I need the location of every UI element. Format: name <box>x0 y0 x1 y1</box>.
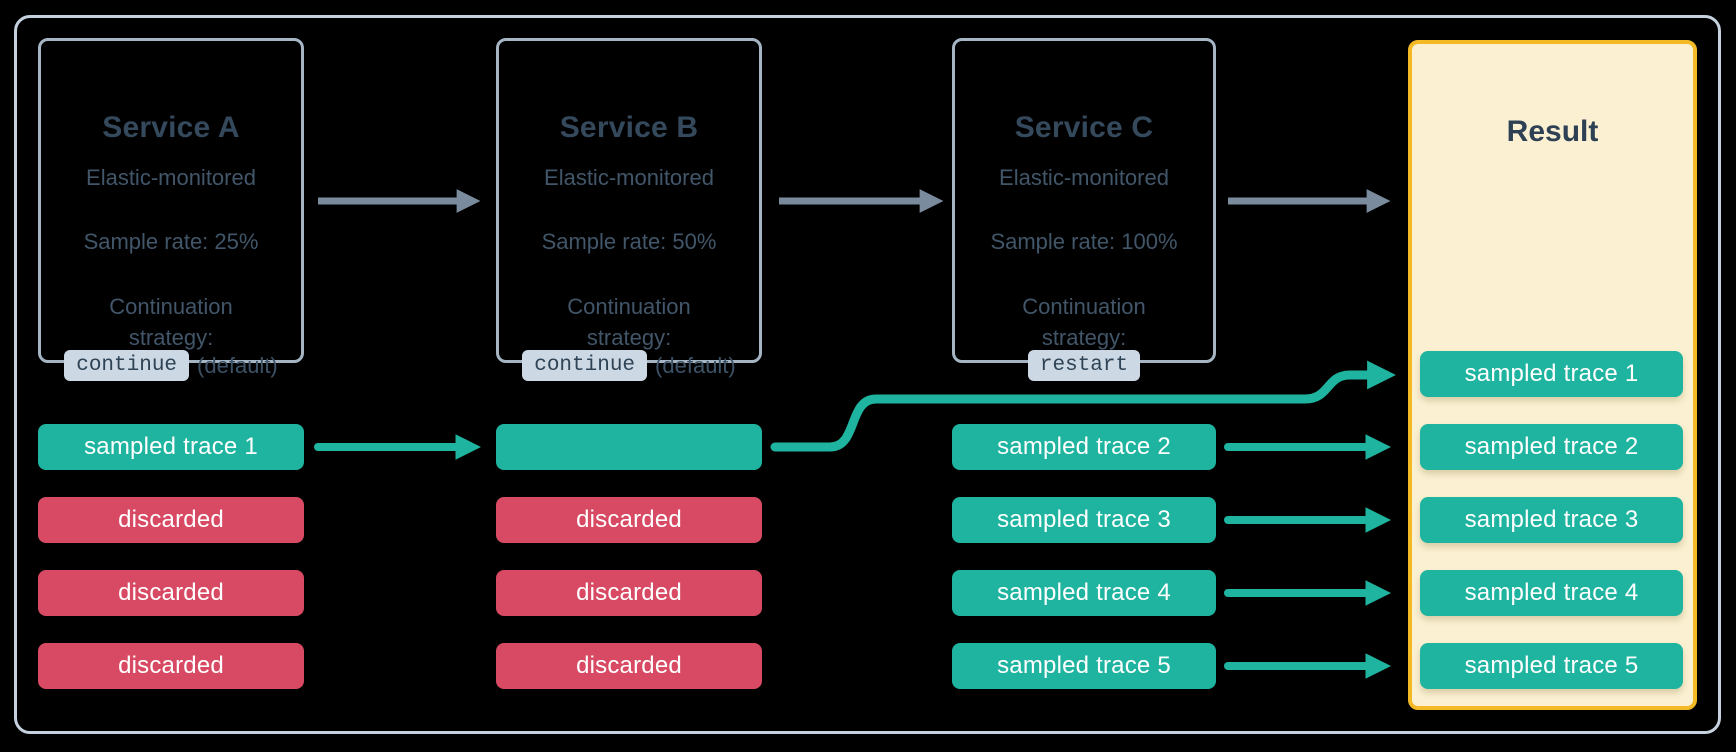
outer-frame <box>14 15 1721 734</box>
service-a-trace-4: discarded <box>38 643 304 689</box>
service-b-strategy-text: Continuation strategy: <box>567 294 691 350</box>
service-c-strategy-row: restart <box>955 350 1213 381</box>
service-b-trace-1 <box>496 424 762 470</box>
service-a-strategy-chip: continue <box>64 350 190 381</box>
service-a-sample-rate: Sample rate: 25% <box>83 229 259 254</box>
service-a-trace-1: sampled trace 1 <box>38 424 304 470</box>
service-a-strategy-row: continue (default) <box>41 350 301 381</box>
service-a-monitored: Elastic-monitored <box>86 165 256 190</box>
result-trace-3: sampled trace 3 <box>1420 497 1683 543</box>
service-c-title: Service C <box>1014 111 1154 144</box>
service-a-strategy-label: Continuation strategy: <box>41 291 301 353</box>
service-b-monitored: Elastic-monitored <box>544 165 714 190</box>
service-b-strategy-suffix: (default) <box>655 352 736 378</box>
service-a-trace-3: discarded <box>38 570 304 616</box>
service-c-strategy-text: Continuation strategy: <box>1022 294 1146 350</box>
service-c-monitored: Elastic-monitored <box>999 165 1169 190</box>
service-c-trace-1: sampled trace 2 <box>952 424 1216 470</box>
result-trace-5: sampled trace 5 <box>1420 643 1683 689</box>
service-c-strategy-label: Continuation strategy: <box>955 291 1213 353</box>
service-c-card: Service C Elastic-monitored Sample rate:… <box>952 38 1216 381</box>
service-a-card: Service A Elastic-monitored Sample rate:… <box>38 38 304 381</box>
service-b-title: Service B <box>559 111 699 144</box>
service-b-card: Service B Elastic-monitored Sample rate:… <box>496 38 762 381</box>
service-c-trace-4: sampled trace 5 <box>952 643 1216 689</box>
service-b-trace-4: discarded <box>496 643 762 689</box>
service-b-strategy-row: continue (default) <box>499 350 759 381</box>
result-trace-1: sampled trace 1 <box>1420 351 1683 397</box>
service-a-trace-2: discarded <box>38 497 304 543</box>
result-trace-2: sampled trace 2 <box>1420 424 1683 470</box>
service-c-trace-3: sampled trace 4 <box>952 570 1216 616</box>
service-b-sample-rate: Sample rate: 50% <box>541 229 717 254</box>
service-b-strategy-label: Continuation strategy: <box>499 291 759 353</box>
service-c-trace-2: sampled trace 3 <box>952 497 1216 543</box>
service-b-trace-3: discarded <box>496 570 762 616</box>
service-a-strategy-suffix: (default) <box>197 352 278 378</box>
result-title: Result <box>1506 115 1599 148</box>
service-c-strategy-chip: restart <box>1027 350 1141 381</box>
service-c-sample-rate: Sample rate: 100% <box>990 229 1178 254</box>
service-a-strategy-text: Continuation strategy: <box>109 294 233 350</box>
result-trace-4: sampled trace 4 <box>1420 570 1683 616</box>
service-b-trace-2: discarded <box>496 497 762 543</box>
service-a-title: Service A <box>102 111 240 144</box>
service-b-strategy-chip: continue <box>522 350 648 381</box>
